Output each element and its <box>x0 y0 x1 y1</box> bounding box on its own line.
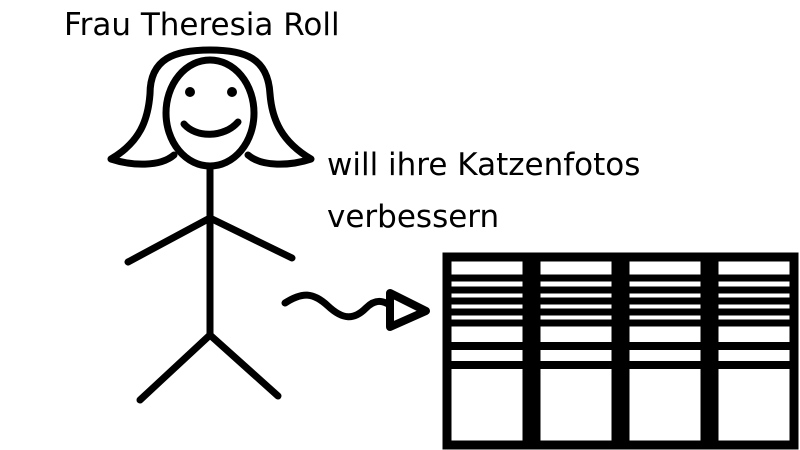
server-rack-icon <box>709 252 799 450</box>
wavy-arrow-icon <box>281 289 430 331</box>
hair <box>107 46 315 168</box>
left-arm <box>124 214 214 266</box>
right-leg <box>206 331 282 400</box>
smile <box>180 118 242 138</box>
server-rack-icon <box>620 252 710 450</box>
caption-line-2: verbessern <box>327 199 500 235</box>
server-frame <box>442 252 532 450</box>
left-eye <box>185 87 195 97</box>
caption-line-1: will ihre Katzenfotos <box>327 147 641 183</box>
server-rack-icon <box>442 252 532 450</box>
server-frame <box>709 252 799 450</box>
left-leg <box>136 331 214 404</box>
server-rack-group <box>442 252 799 450</box>
server-frame <box>620 252 710 450</box>
right-eye <box>227 87 237 97</box>
server-rack-icon <box>531 252 621 450</box>
server-frame <box>531 252 621 450</box>
right-arm <box>206 214 296 262</box>
person-name-label: Frau Theresia Roll <box>64 7 340 43</box>
stick-figure-icon <box>107 46 315 404</box>
head <box>162 56 258 170</box>
